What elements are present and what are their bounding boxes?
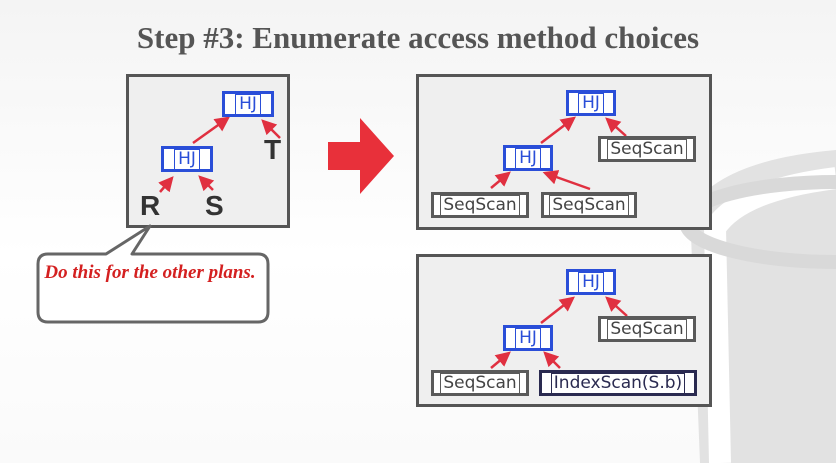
seq-scan-node: SeqScan <box>431 370 529 396</box>
scan-label: SeqScan <box>607 138 687 160</box>
hash-join-label: HJ <box>578 271 604 293</box>
hash-join-label: HJ <box>515 147 541 169</box>
callout-bubble <box>36 224 270 324</box>
scan-label: SeqScan <box>607 318 687 340</box>
hash-join-node: HJ <box>222 91 274 117</box>
slide-title: Step #3: Enumerate access method choices <box>136 20 700 55</box>
scan-label: SeqScan <box>549 194 629 216</box>
hash-join-node: HJ <box>161 146 213 172</box>
hash-join-label: HJ <box>515 327 541 349</box>
hash-join-node: HJ <box>503 145 553 171</box>
table-s-label: S <box>205 190 224 221</box>
scan-label: IndexScan(S.b) <box>550 372 686 394</box>
hash-join-node: HJ <box>566 269 616 295</box>
callout-text: Do this for the other plans. <box>44 262 256 283</box>
hash-join-label: HJ <box>235 93 261 115</box>
scan-label: SeqScan <box>440 372 520 394</box>
transform-arrow-icon <box>328 118 394 194</box>
hash-join-label: HJ <box>578 92 604 114</box>
scan-label: SeqScan <box>440 194 520 216</box>
seq-scan-node: SeqScan <box>598 316 696 342</box>
index-scan-node: IndexScan(S.b) <box>539 370 697 396</box>
seq-scan-node: SeqScan <box>598 136 696 162</box>
table-r-label: R <box>140 190 161 221</box>
seq-scan-node: SeqScan <box>541 192 637 218</box>
seq-scan-node: SeqScan <box>431 192 529 218</box>
hash-join-node: HJ <box>503 325 553 351</box>
table-t-label: T <box>264 134 282 165</box>
hash-join-node: HJ <box>566 90 616 116</box>
hash-join-label: HJ <box>174 148 200 170</box>
